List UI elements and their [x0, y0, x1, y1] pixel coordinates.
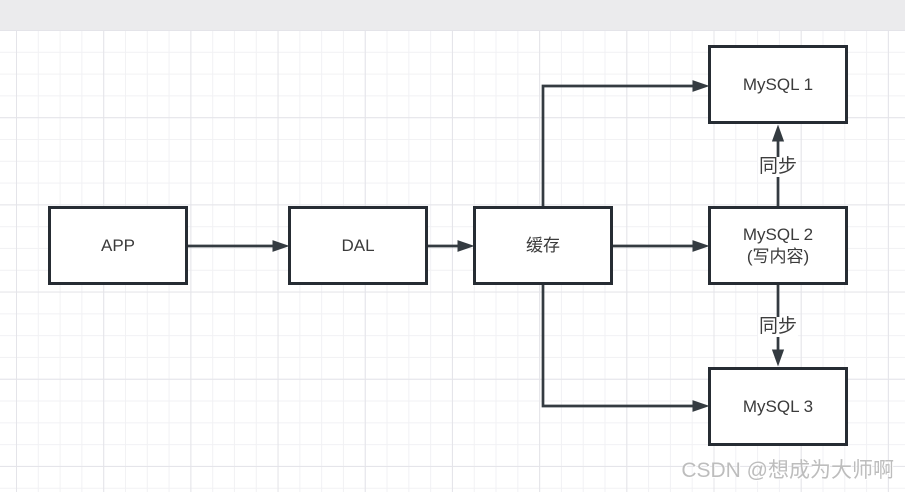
node-label: 缓存: [526, 235, 560, 255]
arrowhead-icon: [692, 80, 710, 92]
edge-line: [541, 84, 693, 206]
node-sublabel: (写内容): [746, 246, 810, 266]
node-label: APP: [100, 235, 136, 255]
node-app[interactable]: APP: [48, 206, 188, 285]
edge-label-sync-up[interactable]: 同步: [757, 156, 799, 177]
node-label: MySQL 3: [742, 396, 814, 416]
csdn-watermark: CSDN @想成为大师啊: [681, 459, 894, 482]
node-mysql3[interactable]: MySQL 3: [708, 367, 848, 446]
arrowhead-icon: [457, 240, 475, 252]
arrowhead-down-icon: [771, 349, 785, 367]
edge-dal-to-cache[interactable]: [427, 240, 475, 252]
edge-line: [541, 285, 693, 408]
arrowhead-icon: [692, 240, 710, 252]
node-mysql2[interactable]: MySQL 2 (写内容): [708, 206, 848, 285]
edge-cache-to-mysql1[interactable]: [541, 80, 710, 206]
edge-app-to-dal[interactable]: [188, 240, 290, 252]
node-label: MySQL 2: [742, 224, 814, 244]
arrowhead-up-icon: [771, 124, 785, 142]
edge-cache-to-mysql2[interactable]: [613, 240, 710, 252]
node-label: MySQL 1: [742, 74, 814, 94]
arrowhead-icon: [692, 400, 710, 412]
node-label: DAL: [341, 235, 375, 255]
node-mysql1[interactable]: MySQL 1: [708, 45, 848, 124]
node-dal[interactable]: DAL: [288, 206, 428, 285]
editor-topbar-strip: [0, 0, 905, 30]
edge-label-sync-down[interactable]: 同步: [757, 316, 799, 337]
node-cache[interactable]: 缓存: [473, 206, 613, 285]
arrowhead-icon: [272, 240, 290, 252]
edge-cache-to-mysql3[interactable]: [541, 285, 710, 412]
